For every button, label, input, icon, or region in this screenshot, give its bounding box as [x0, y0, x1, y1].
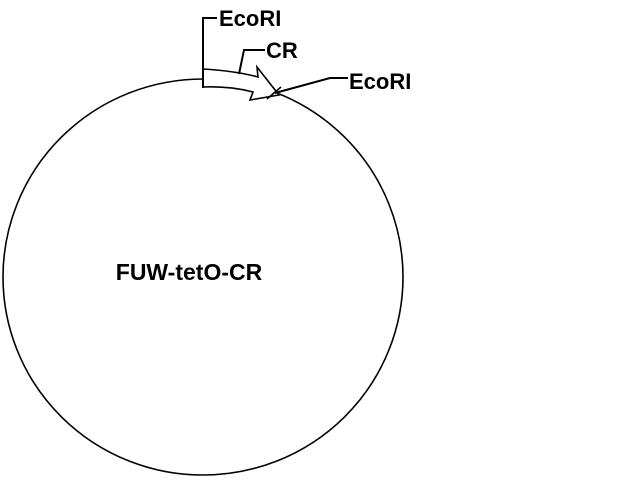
cr-leader: [238, 49, 265, 75]
ecori-right-label: EcoRI: [349, 69, 411, 94]
gene-arrow-cr: [202, 64, 281, 102]
ecori-right-tick: [266, 86, 282, 100]
plasmid-name-label: FUW-tetO-CR: [116, 259, 263, 285]
ecori-left-leader: [202, 17, 217, 88]
cr-label: CR: [266, 38, 298, 63]
ecori-left-label: EcoRI: [219, 6, 281, 31]
ecori-right-leader: [274, 77, 348, 94]
